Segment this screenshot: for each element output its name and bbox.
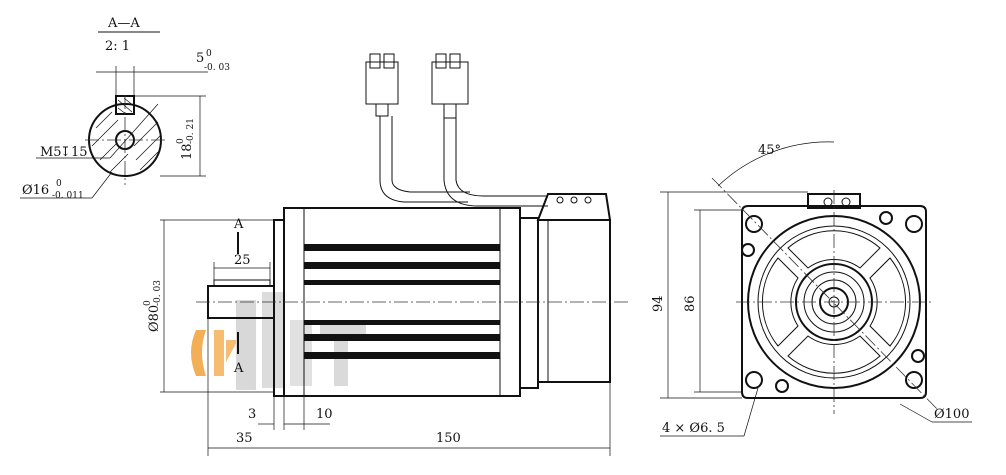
pilot-dia-upper-tol: 0 — [143, 300, 153, 306]
connector-pin — [435, 53, 447, 69]
front-view: 45° 94 86 4 × Ø6. 5 Ø100 — [651, 141, 972, 437]
cable-left — [365, 53, 470, 203]
hatch-line — [99, 143, 117, 161]
holes-callout: 4 × Ø6. 5 — [662, 421, 725, 436]
shaft-key — [213, 279, 271, 287]
bolt-circle-callout: Ø100 — [934, 407, 969, 422]
cable-line — [391, 116, 470, 193]
key-width-upper-tol: 0 — [206, 49, 212, 59]
front-window — [787, 335, 881, 374]
screw-boss — [741, 243, 755, 257]
shaft-dia-upper-tol: 0 — [56, 179, 62, 189]
terminal-box — [536, 193, 612, 221]
connector-pin — [449, 53, 461, 69]
section-scale: 2: 1 — [105, 39, 130, 54]
watermark-orange-mark — [214, 330, 238, 376]
dim-150: 150 — [436, 431, 461, 446]
body-stripe — [304, 262, 500, 269]
watermark-logo — [191, 292, 366, 390]
key-depth-value: 18 — [180, 143, 195, 160]
section-mark-top: A — [233, 217, 244, 232]
body-stripe — [304, 244, 500, 251]
shaft-dia-lower-tol: -0. 011 — [52, 191, 84, 201]
tab-hole — [823, 197, 833, 207]
side-view: A A 25 Ø80 0 -0. 03 3 10 35 150 — [143, 53, 630, 456]
hatch-line — [123, 97, 135, 107]
mounting-holes — [741, 211, 925, 393]
connector-pin — [369, 53, 381, 69]
tab-hole — [841, 197, 851, 207]
connector-pin — [383, 53, 395, 69]
leader-line — [91, 171, 113, 199]
mounting-hole — [745, 215, 763, 233]
body-stripe — [304, 320, 500, 325]
angle-arc — [717, 141, 835, 187]
hatch-line — [139, 151, 159, 171]
thread-depth-symbol: ↧ — [60, 145, 71, 160]
leader-line — [899, 403, 933, 423]
section-mark-bottom: A — [233, 361, 244, 376]
angle-label: 45° — [758, 143, 781, 158]
section-title: A—A — [107, 16, 140, 31]
front-window — [787, 230, 881, 269]
cable-line — [379, 116, 468, 203]
key-width-lower-tol: -0. 03 — [204, 63, 230, 73]
cable-right — [431, 53, 548, 207]
hatch-line — [95, 111, 113, 129]
hatch-line — [91, 119, 119, 147]
cable-line — [455, 118, 548, 197]
front-window — [869, 257, 907, 347]
shaft-dia-value: Ø16 — [22, 183, 49, 198]
terminal-screw — [556, 196, 564, 204]
mounting-hole — [905, 215, 923, 233]
key-depth-upper-tol: 0 — [176, 138, 186, 144]
dim-86: 86 — [683, 295, 698, 312]
leader-line — [743, 387, 759, 437]
dim-10: 10 — [316, 407, 333, 422]
hatch-line — [133, 121, 159, 147]
screw-boss — [879, 211, 893, 225]
dim-3: 3 — [248, 407, 256, 422]
rear-flange — [519, 217, 539, 389]
dim-94: 94 — [651, 295, 666, 312]
dim-35: 35 — [236, 431, 253, 446]
screw-boss — [911, 349, 925, 363]
encoder-cover — [537, 219, 611, 383]
key-length-value: 25 — [234, 253, 251, 268]
front-flange-outline — [741, 205, 927, 399]
body-stripe — [304, 352, 500, 359]
cable-line — [443, 118, 548, 207]
mounting-hole — [745, 371, 763, 389]
terminal-screw — [584, 196, 592, 204]
watermark-orange-bracket — [191, 330, 206, 376]
leader-line — [109, 103, 159, 159]
terminal-screw — [570, 196, 578, 204]
screw-boss — [775, 379, 789, 393]
thread-label: M5 — [40, 145, 62, 160]
connector-neck — [443, 103, 457, 119]
body-stripe — [304, 334, 500, 341]
body-stripe — [304, 280, 500, 285]
key-width-value: 5 — [196, 51, 204, 66]
key-depth-lower-tol: -0. 21 — [186, 118, 196, 144]
front-window — [761, 257, 799, 347]
mounting-hole — [905, 371, 923, 389]
connector-neck — [375, 103, 389, 117]
pilot-dia-value: Ø80 — [147, 305, 162, 332]
thread-depth-value: 15 — [71, 145, 88, 160]
section-view: A—A 2: 1 5 0 -0. 03 18 0 -0. 21 — [20, 16, 230, 201]
front-diagonal — [711, 177, 939, 411]
pilot-dia-lower-tol: -0. 03 — [153, 280, 163, 306]
watermark-gray-bar-1 — [236, 300, 256, 390]
